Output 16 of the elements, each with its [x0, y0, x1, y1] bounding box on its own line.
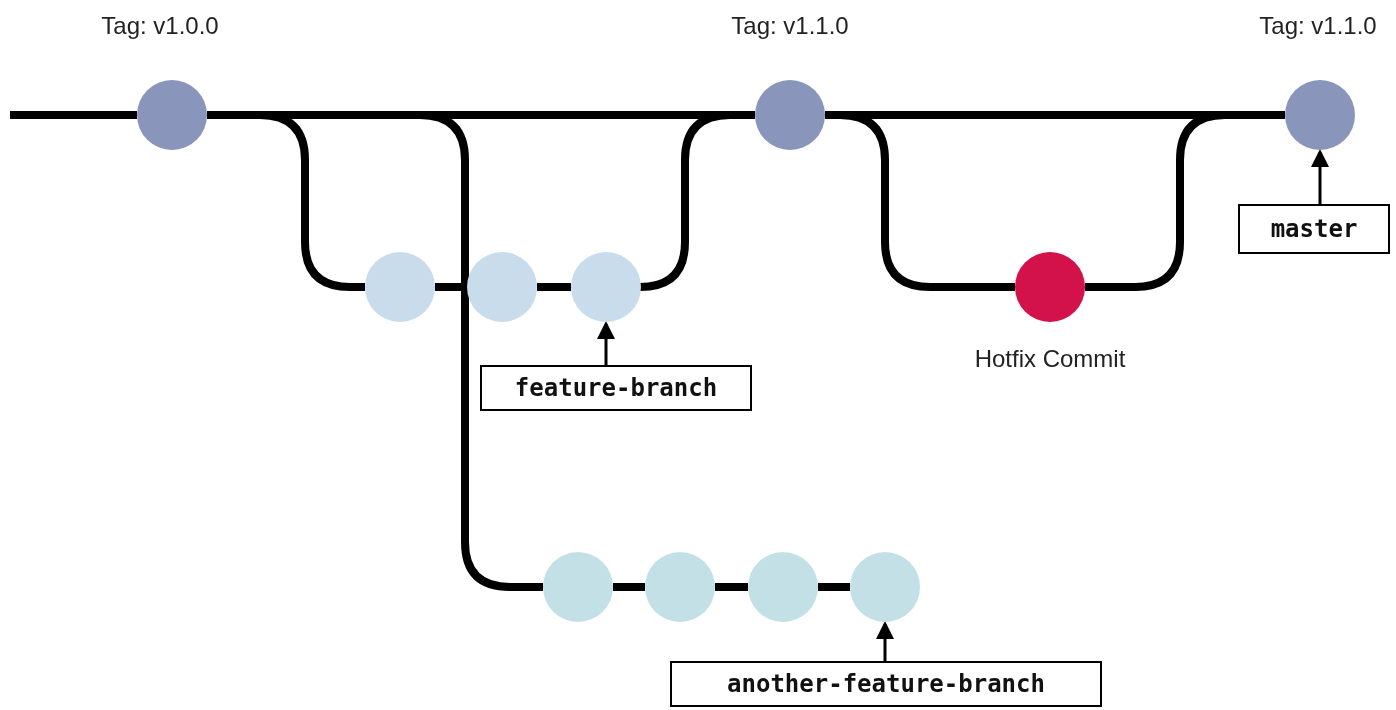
branch-line [1085, 111, 1285, 291]
branch-line [537, 283, 571, 291]
tag-label: Tag: v1.1.0 [731, 12, 849, 40]
pointer-arrow [597, 321, 615, 365]
branch-label: another-feature-branch [670, 661, 1102, 707]
branch-line [715, 583, 748, 591]
tag-label: Tag: v1.0.0 [101, 12, 219, 40]
branch-line [825, 111, 1015, 291]
pointer-arrow [876, 621, 894, 661]
branch-label: master [1238, 204, 1390, 254]
branch-line [613, 583, 645, 591]
branch-label: feature-branch [480, 365, 752, 411]
tag-label: Tag: v1.1.0 [1259, 12, 1377, 40]
pointer-arrow [1311, 149, 1329, 204]
branch-line [818, 583, 850, 591]
commit-caption: Hotfix Commit [974, 345, 1126, 373]
